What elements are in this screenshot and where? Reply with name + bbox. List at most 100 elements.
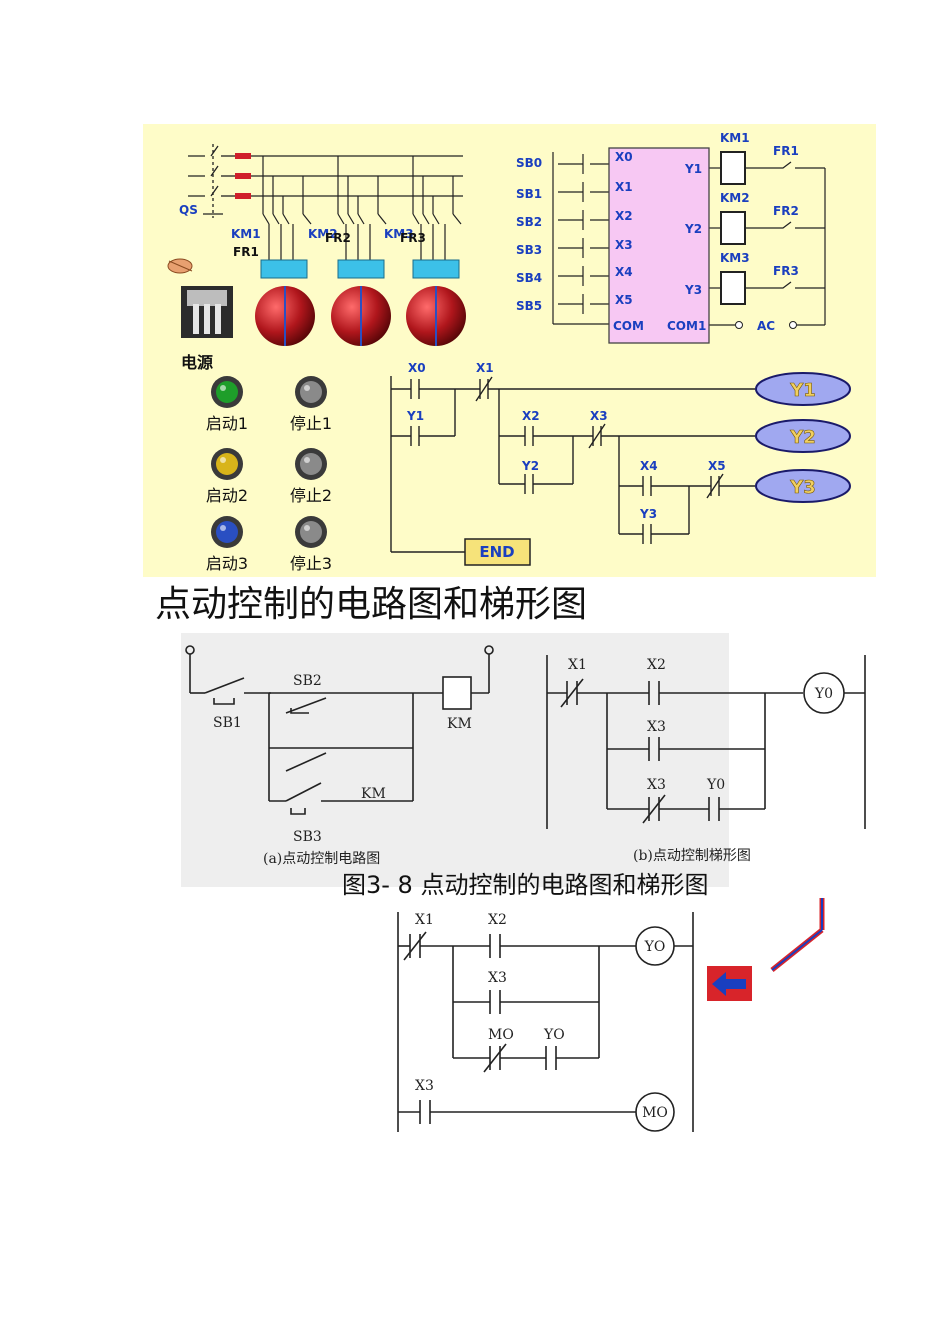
ladder-contact-x1: X1 — [476, 361, 494, 375]
push-button-cap — [300, 381, 322, 403]
ladder-y0-coil-label: Y0 — [814, 686, 833, 702]
ladder-caption: (b)点动控制梯形图 — [633, 848, 751, 864]
section-heading: 点动控制的电路图和梯形图 — [155, 584, 588, 625]
ladder-contact-y3: Y3 — [639, 507, 657, 521]
ladder-contact-x2: X2 — [522, 409, 540, 423]
push-button-label: 停止2 — [290, 486, 332, 505]
km-coil-label: KM — [447, 716, 472, 732]
bottom-m0-coil-label: MO — [642, 1105, 668, 1121]
motor-1[interactable] — [255, 286, 315, 346]
fuse-2 — [235, 173, 251, 179]
ladder-x2-label: X2 — [647, 657, 666, 673]
coil-km1 — [720, 151, 746, 185]
sb3-label: SB3 — [516, 243, 542, 257]
output-y3-oval: Y3 — [755, 469, 851, 503]
ladder-x3-label: X3 — [647, 719, 666, 735]
push-button-cap — [216, 453, 238, 475]
ladder-x1-label: X1 — [568, 657, 587, 673]
power-switch-icon[interactable] — [181, 286, 233, 338]
sb5-label: SB5 — [516, 299, 542, 313]
bottom-x3-second-label: X3 — [415, 1078, 434, 1094]
bottom-x3-label: X3 — [488, 970, 507, 986]
ac-label: AC — [757, 319, 775, 333]
fr2-label: FR2 — [325, 231, 351, 245]
ladder-background — [729, 633, 871, 839]
thermal-relay-1 — [260, 259, 308, 279]
jog-control-diagram: SB1 SB2 SB3 KM KM (a)点动控制电路图 X1 X2 X3 X3… — [181, 633, 871, 887]
plc-input-x5: X5 — [615, 293, 633, 307]
coil-km2-label: KM2 — [720, 191, 750, 205]
output-y1-label: Y1 — [789, 380, 816, 401]
push-button-5[interactable] — [211, 516, 243, 548]
km-contact-label: KM — [361, 786, 386, 802]
km1-label: KM1 — [231, 227, 261, 241]
plc-input-x3: X3 — [615, 238, 633, 252]
jog-circuit-wiring — [185, 645, 494, 815]
qs-label: QS — [179, 203, 198, 217]
km3-label: KM3 — [384, 227, 414, 241]
plc-output-com1: COM1 — [667, 319, 706, 333]
bottom-ladder-wiring — [397, 912, 694, 1132]
main-switch-qs — [188, 144, 463, 218]
jog-ladder-wiring — [546, 655, 866, 829]
plc-input-x0: X0 — [615, 150, 633, 164]
push-button-label: 启动2 — [206, 486, 248, 505]
output-y2-label: Y2 — [789, 427, 816, 448]
bottom-y0-coil-label: YO — [644, 939, 666, 955]
plc-motor-control-diagram: QS KM1 FR1 KM2 FR2 KM3 FR3 — [143, 124, 876, 577]
back-arrow-icon[interactable] — [707, 966, 752, 1001]
ladder-contact-x3: X3 — [590, 409, 608, 423]
push-button-3[interactable] — [211, 448, 243, 480]
plc-output-y1: Y1 — [684, 162, 702, 176]
power-label: 电源 — [181, 353, 213, 372]
fuse-3 — [235, 193, 251, 199]
sb4-label: SB4 — [516, 271, 542, 285]
push-button-1[interactable] — [211, 376, 243, 408]
sb2-label: SB2 — [293, 673, 322, 689]
output-y3-label: Y3 — [789, 477, 816, 498]
ladder-contact-x5: X5 — [708, 459, 726, 473]
push-button-cap — [300, 453, 322, 475]
fuse-1 — [235, 153, 251, 159]
plc-input-x2: X2 — [615, 209, 633, 223]
push-button-cap — [216, 381, 238, 403]
panel-background — [143, 124, 876, 577]
bottom-x2-label: X2 — [488, 912, 507, 928]
sb2-label: SB2 — [516, 215, 542, 229]
push-button-cap — [216, 521, 238, 543]
ladder-contact-y2: Y2 — [521, 459, 539, 473]
motor-3[interactable] — [406, 286, 466, 346]
output-y1-oval: Y1 — [755, 372, 851, 406]
coil-km3-label: KM3 — [720, 251, 750, 265]
motor-2[interactable] — [331, 286, 391, 346]
bottom-x1-label: X1 — [415, 912, 434, 928]
plc-input-x4: X4 — [615, 265, 633, 279]
ac-terminal-1 — [735, 321, 743, 329]
pointer-stick-icon — [770, 898, 825, 972]
push-button-label: 启动3 — [206, 554, 248, 573]
circuit-background — [181, 633, 729, 887]
ladder-contact-x4: X4 — [640, 459, 658, 473]
push-button-4[interactable] — [295, 448, 327, 480]
ladder-x3-nc-label: X3 — [647, 777, 666, 793]
plc-output-y2: Y2 — [684, 222, 702, 236]
end-label: END — [479, 543, 514, 561]
sb0-label: SB0 — [516, 156, 542, 170]
push-button-6[interactable] — [295, 516, 327, 548]
ac-terminal-2 — [789, 321, 797, 329]
bottom-m0-contact-label: MO — [488, 1027, 514, 1043]
ladder-wiring-top — [390, 376, 755, 553]
relay-fr1-label: FR1 — [773, 144, 799, 158]
plc-unit — [608, 147, 710, 344]
output-y2-oval: Y2 — [755, 419, 851, 453]
thermal-relay-3 — [412, 259, 460, 279]
push-button-label: 启动1 — [206, 414, 248, 433]
fr1-label: FR1 — [233, 245, 259, 259]
fr3-label: FR3 — [400, 231, 426, 245]
coil-km3 — [720, 271, 746, 305]
ladder-y0-contact-label: Y0 — [706, 777, 725, 793]
push-button-2[interactable] — [295, 376, 327, 408]
thermal-relay-2 — [337, 259, 385, 279]
relay-fr2-label: FR2 — [773, 204, 799, 218]
